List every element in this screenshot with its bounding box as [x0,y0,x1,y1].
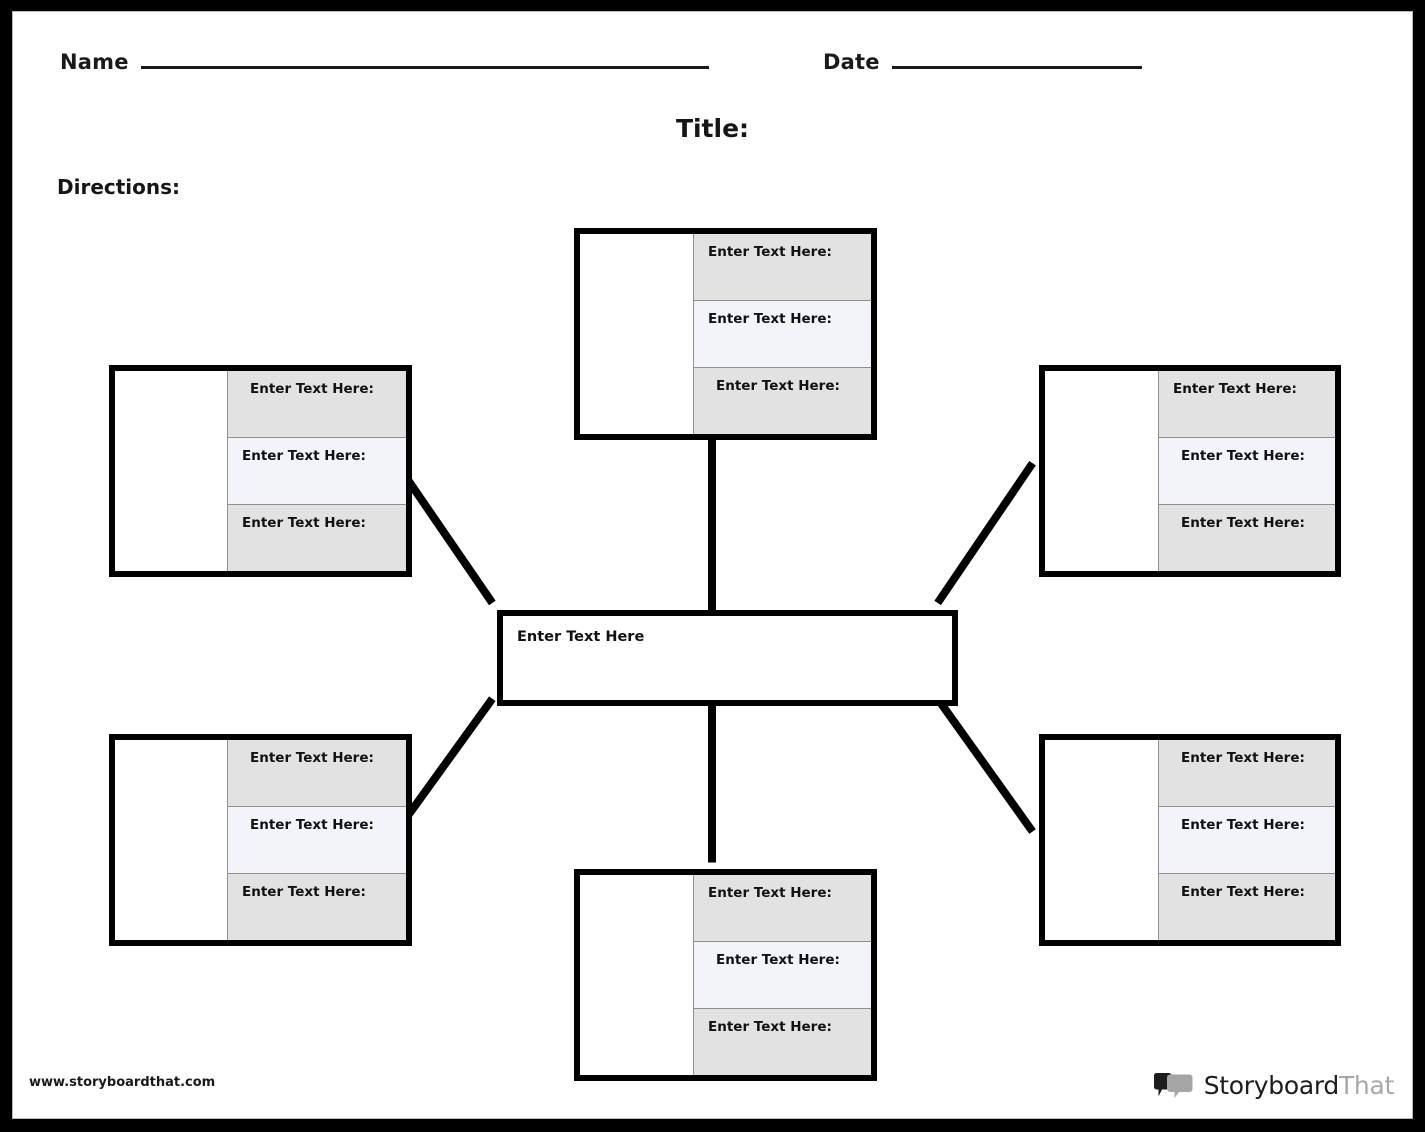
node-cell[interactable]: Enter Text Here: [694,300,871,367]
date-input-line[interactable] [891,66,1142,69]
node-cell[interactable]: Enter Text Here: [1159,504,1335,571]
node-cell[interactable]: Enter Text Here: [694,367,871,434]
brand-wordmark: StoryboardThat [1203,1071,1395,1100]
node-image-pane[interactable] [115,371,227,571]
node-image-pane[interactable] [580,875,693,1075]
storyboardthat-branding: StoryboardThat [1153,1071,1394,1100]
center-topic-label[interactable]: Enter Text Here [517,629,645,645]
node-cell[interactable]: Enter Text Here: [1159,437,1335,504]
node-cell[interactable]: Enter Text Here: [228,437,406,504]
node-box-right-upper[interactable]: Enter Text Here: Enter Text Here: Enter … [1039,365,1341,577]
node-cell[interactable]: Enter Text Here: [694,875,871,941]
node-text-pane: Enter Text Here: Enter Text Here: Enter … [227,371,406,571]
node-image-pane[interactable] [115,740,227,940]
brand-name-secondary: That [1338,1071,1394,1100]
node-box-right-lower[interactable]: Enter Text Here: Enter Text Here: Enter … [1039,734,1341,946]
node-cell[interactable]: Enter Text Here: [1159,806,1335,873]
node-cell[interactable]: Enter Text Here: [1159,371,1335,437]
node-cell[interactable]: Enter Text Here: [228,504,406,571]
node-image-pane[interactable] [1045,371,1158,571]
node-cell[interactable]: Enter Text Here: [694,941,871,1008]
name-field-row: Name [60,50,709,74]
node-text-pane: Enter Text Here: Enter Text Here: Enter … [693,875,871,1075]
node-cell[interactable]: Enter Text Here: [228,740,406,806]
node-cell[interactable]: Enter Text Here: [694,1008,871,1075]
node-text-pane: Enter Text Here: Enter Text Here: Enter … [1158,371,1335,571]
node-box-left-upper[interactable]: Enter Text Here: Enter Text Here: Enter … [109,365,412,577]
node-cell[interactable]: Enter Text Here: [228,806,406,873]
brand-name-primary: Storyboard [1203,1071,1340,1100]
node-cell[interactable]: Enter Text Here: [228,873,406,940]
node-cell[interactable]: Enter Text Here: [694,234,871,300]
worksheet-page: Name Date Title: Directions: [12,11,1413,1119]
footer-website-url: www.storyboardthat.com [29,1075,216,1090]
directions-label: Directions: [57,175,181,199]
node-image-pane[interactable] [580,234,693,434]
node-cell[interactable]: Enter Text Here: [1159,873,1335,940]
node-box-bottom-center[interactable]: Enter Text Here: Enter Text Here: Enter … [574,869,877,1081]
node-text-pane: Enter Text Here: Enter Text Here: Enter … [227,740,406,940]
center-topic-box[interactable]: Enter Text Here [497,610,958,706]
page-title: Title: [675,114,750,143]
node-text-pane: Enter Text Here: Enter Text Here: Enter … [693,234,871,434]
node-cell[interactable]: Enter Text Here: [1159,740,1335,806]
node-box-left-lower[interactable]: Enter Text Here: Enter Text Here: Enter … [109,734,412,946]
node-cell[interactable]: Enter Text Here: [228,371,406,437]
connector-right-lower [934,696,1036,834]
name-input-line[interactable] [140,66,709,69]
date-label: Date [823,50,880,74]
speech-bubble-icon [1153,1073,1193,1098]
node-text-pane: Enter Text Here: Enter Text Here: Enter … [1158,740,1335,940]
connector-right-upper [934,460,1036,606]
node-image-pane[interactable] [1045,740,1158,940]
node-box-top-center[interactable]: Enter Text Here: Enter Text Here: Enter … [574,228,877,440]
name-label: Name [60,50,129,74]
date-field-row: Date [823,50,1142,74]
